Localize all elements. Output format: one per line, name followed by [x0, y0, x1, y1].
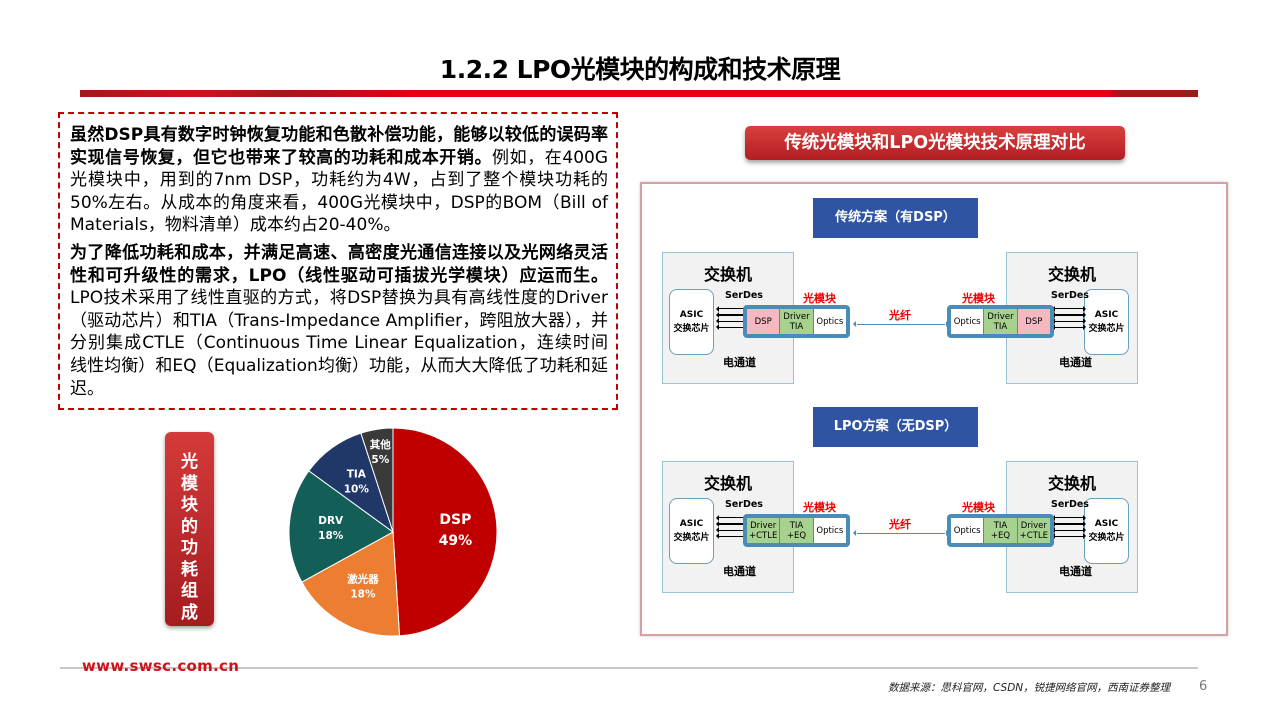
pie-category-label: DRV	[318, 515, 344, 527]
module-label: 光模块	[803, 292, 836, 305]
asic-label: ASIC	[679, 519, 704, 529]
paragraph-lpo: 为了降低功耗和成本，并满足高速、高密度光通信连接以及光网络灵活性和可升级性的需求…	[70, 242, 608, 400]
serdes-label: SerDes	[1051, 290, 1089, 301]
asic-label: ASIC	[679, 310, 704, 320]
serdes-arrows-icon	[1052, 303, 1086, 333]
pie-slice-2	[288, 470, 394, 583]
asic-chip: ASIC 交换芯片	[669, 289, 714, 355]
serdes-arrows-icon	[1052, 512, 1086, 542]
switch-title: 交换机	[703, 265, 752, 284]
pie-slice-1	[301, 531, 401, 637]
serdes-label: SerDes	[725, 499, 763, 510]
fiber-label: 光纤	[889, 518, 911, 531]
module-label: 光模块	[962, 292, 995, 305]
electrical-channel-label: 电通道	[1059, 565, 1092, 578]
pie-slice-0	[392, 427, 498, 637]
comparison-title: 传统光模块和LPO光模块技术原理对比	[745, 126, 1125, 160]
diagram-header: LPO方案（无DSP）	[813, 407, 978, 447]
data-source: 数据来源：思科官网，CSDN，锐捷网络官网，西南证券整理	[888, 682, 1171, 694]
diagram-header: 传统方案（有DSP）	[813, 198, 978, 238]
electrical-channel-label: 电通道	[723, 356, 756, 369]
module-cell: Optics	[951, 518, 985, 543]
asic-chip: ASIC 交换芯片	[669, 498, 714, 564]
module-cell: Driver TIA	[984, 309, 1018, 334]
fiber-arrow-icon	[853, 529, 949, 537]
serdes-label: SerDes	[1051, 499, 1089, 510]
asic-sub-label: 交换芯片	[1088, 324, 1125, 334]
title-divider	[80, 90, 1198, 97]
module-label: 光模块	[803, 501, 836, 514]
switch-title: 交换机	[703, 474, 752, 493]
module-cell: Optics	[951, 309, 985, 334]
pie-value-label: 18%	[318, 530, 344, 542]
switch-title: 交换机	[1047, 474, 1096, 493]
module-cell: DSP	[747, 309, 781, 334]
electrical-channel-label: 电通道	[1059, 356, 1092, 369]
module-cell: Driver +CTLE	[1017, 518, 1050, 543]
module-cell: TIA +EQ	[984, 518, 1018, 543]
serdes-label: SerDes	[725, 290, 763, 301]
page-title: 1.2.2 LPO光模块的构成和技术原理	[439, 55, 841, 84]
asic-chip: ASIC 交换芯片	[1084, 289, 1129, 355]
switch-left: 交换机 ASIC 交换芯片 SerDes 电通道	[662, 461, 794, 593]
asic-chip: ASIC 交换芯片	[1084, 498, 1129, 564]
description-textbox: 虽然DSP具有数字时钟恢复功能和色散补偿功能，能够以较低的误码率实现信号恢复，但…	[58, 112, 618, 410]
asic-label: ASIC	[1094, 310, 1119, 320]
pie-value-label: 5%	[371, 454, 389, 466]
electrical-channel-label: 电通道	[723, 565, 756, 578]
fiber-arrow-icon	[853, 320, 949, 328]
switch-title: 交换机	[1047, 265, 1096, 284]
pie-title-label: 光模块的功耗组成	[165, 432, 214, 626]
pie-category-label: 其他	[370, 438, 391, 451]
module-cell: Driver TIA	[780, 309, 814, 334]
pie-value-label: 49%	[439, 533, 473, 549]
pie-category-label: TIA	[347, 469, 367, 481]
asic-sub-label: 交换芯片	[1088, 533, 1125, 543]
module-cell: DSP	[1017, 309, 1050, 334]
pie-category-label: DSP	[439, 512, 471, 528]
paragraph-dsp: 虽然DSP具有数字时钟恢复功能和色散补偿功能，能够以较低的误码率实现信号恢复，但…	[70, 124, 608, 237]
asic-sub-label: 交换芯片	[673, 324, 710, 334]
switch-right: 交换机 ASIC 交换芯片 SerDes 电通道	[1006, 252, 1138, 384]
asic-sub-label: 交换芯片	[673, 533, 710, 543]
fiber-label: 光纤	[889, 309, 911, 322]
module-cell: Optics	[813, 309, 846, 334]
module-cell: TIA +EQ	[780, 518, 814, 543]
paragraph-lpo-body: LPO技术采用了线性直驱的方式，将DSP替换为具有高线性度的Driver（驱动芯…	[70, 288, 608, 399]
page-number: 6	[1199, 679, 1208, 694]
asic-label: ASIC	[1094, 519, 1119, 529]
footer-divider	[60, 667, 1198, 669]
module-cell: Driver +CTLE	[747, 518, 781, 543]
pie-value-label: 10%	[344, 484, 370, 496]
pie-value-label: 18%	[350, 589, 376, 601]
power-pie-chart: DSP 49% 激光器 18% DRV 18% TIA 10% 其他 5%	[288, 427, 498, 637]
website-link[interactable]: www.swsc.com.cn	[82, 657, 240, 675]
pie-slice-4	[360, 427, 394, 533]
paragraph-dsp-bold: 虽然DSP具有数字时钟恢复功能和色散补偿功能，能够以较低的误码率实现信号恢复，但…	[70, 125, 608, 168]
pie-category-label: 激光器	[347, 573, 379, 586]
paragraph-lpo-bold: 为了降低功耗和成本，并满足高速、高密度光通信连接以及光网络灵活性和可升级性的需求…	[70, 242, 608, 286]
paragraph-dsp-body: 例如，在400G光模块中，用到的7nm DSP，功耗约为4W，占到了整个模块功耗…	[70, 147, 609, 236]
module-label: 光模块	[962, 501, 995, 514]
module-cell: Optics	[813, 518, 846, 543]
